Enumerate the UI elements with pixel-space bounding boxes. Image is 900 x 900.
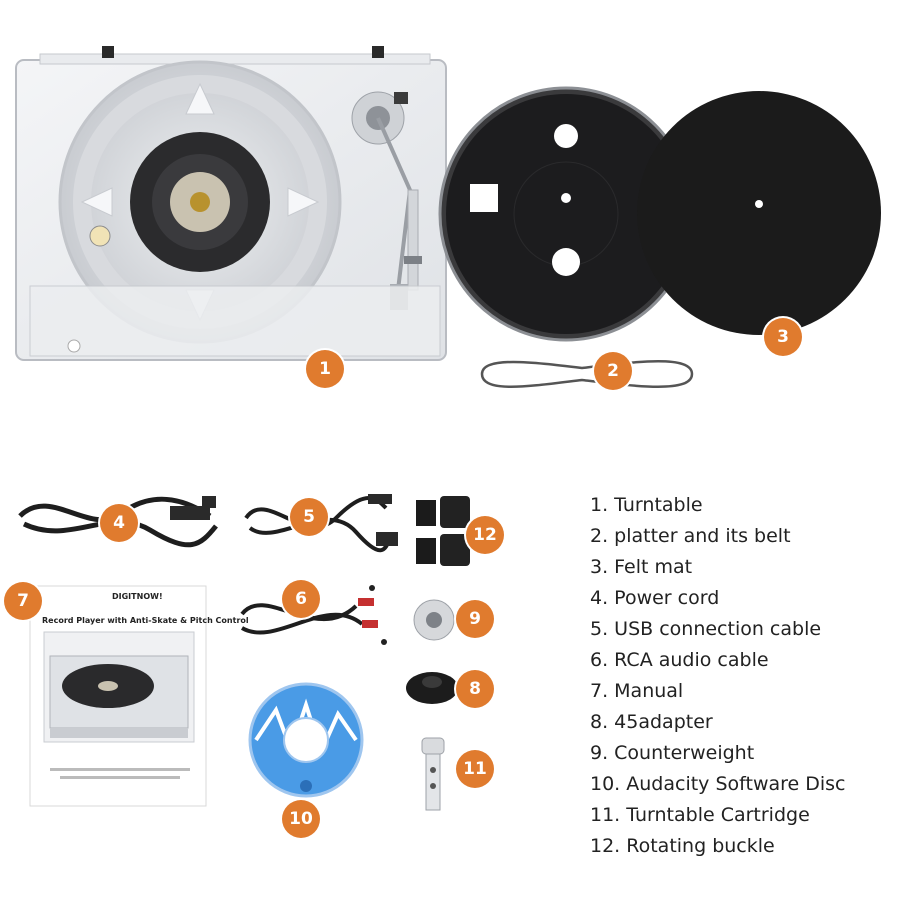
legend-item-2: 2. platter and its belt [590,525,791,547]
badge-8: 8 [456,670,494,708]
badge-4: 4 [100,504,138,542]
legend-item-8: 8. 45adapter [590,711,713,733]
usb-cable-image [244,494,398,553]
adapter-45-image [406,672,458,704]
platter-image [438,86,694,342]
legend-item-11: 11. Turntable Cartridge [590,804,810,826]
badge-6: 6 [282,580,320,618]
legend-item-4: 4. Power cord [590,587,720,609]
legend-item-7: 7. Manual [590,680,684,702]
manual-brand: DIGITNOW! [112,592,163,601]
badge-1: 1 [306,350,344,388]
manual-image [29,585,207,807]
manual-title: Record Player with Anti-Skate & Pitch Co… [42,616,249,625]
legend-item-9: 9. Counterweight [590,742,755,764]
item-legend: 1. Turntable 2. platter and its belt 3. … [590,490,890,862]
rotating-buckle-image [416,496,470,566]
badge-3: 3 [764,318,802,356]
turntable-image [15,46,447,361]
counterweight-image [413,599,455,641]
badge-5: 5 [290,498,328,536]
legend-item-12: 12. Rotating buckle [590,835,775,857]
badge-2: 2 [594,352,632,390]
badge-10: 10 [282,800,320,838]
felt-mat-image [637,91,881,335]
badge-12: 12 [466,516,504,554]
badge-9: 9 [456,600,494,638]
cartridge-image [421,737,445,811]
software-disc-image [248,682,364,798]
badge-11: 11 [456,750,494,788]
legend-item-10: 10. Audacity Software Disc [590,773,846,795]
legend-item-6: 6. RCA audio cable [590,649,769,671]
legend-item-3: 3. Felt mat [590,556,693,578]
belt-image [480,360,694,388]
badge-7: 7 [4,582,42,620]
legend-item-5: 5. USB connection cable [590,618,822,640]
legend-item-1: 1. Turntable [590,494,703,516]
